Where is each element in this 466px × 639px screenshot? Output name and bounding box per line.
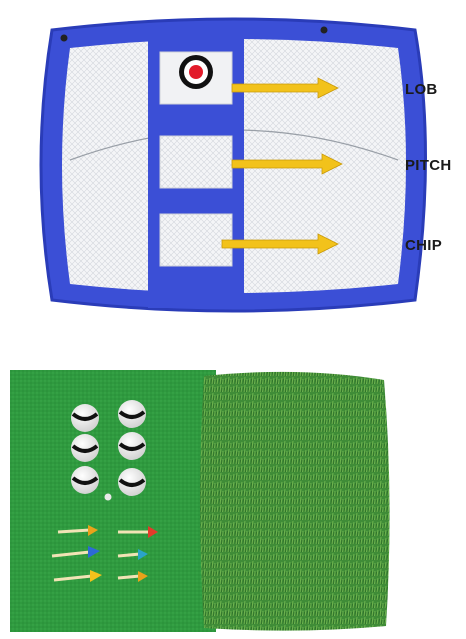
lob-arrow-icon bbox=[231, 77, 339, 99]
short-grass-mat bbox=[10, 370, 216, 632]
tall-turf-mat bbox=[200, 371, 390, 631]
golf-tee-icon bbox=[57, 525, 98, 536]
golf-tees bbox=[51, 525, 158, 582]
chip-arrow-icon bbox=[221, 233, 339, 255]
golf-ball-icon bbox=[118, 468, 146, 496]
golf-tee-icon bbox=[118, 526, 158, 538]
pitch-pocket bbox=[159, 135, 233, 189]
golf-tee-icon bbox=[117, 571, 148, 582]
bullseye-target-icon bbox=[179, 55, 213, 89]
golf-tee-icon bbox=[51, 546, 100, 558]
golf-ball-icon bbox=[71, 434, 99, 462]
golf-ball-icon bbox=[71, 404, 99, 432]
chip-label: CHIP bbox=[405, 237, 442, 254]
chip-pocket bbox=[159, 213, 233, 267]
golf-ball-icon bbox=[71, 466, 99, 494]
tee-hole bbox=[104, 493, 112, 501]
golf-ball-icon bbox=[118, 400, 146, 428]
golf-tee-icon bbox=[53, 570, 102, 582]
pitch-label: PITCH bbox=[405, 157, 452, 174]
pitch-arrow-icon bbox=[231, 153, 343, 175]
golf-balls bbox=[71, 400, 146, 496]
practice-mat bbox=[10, 370, 390, 632]
golf-tee-icon bbox=[117, 549, 148, 560]
lob-label: LOB bbox=[405, 81, 438, 98]
golf-ball-icon bbox=[118, 432, 146, 460]
